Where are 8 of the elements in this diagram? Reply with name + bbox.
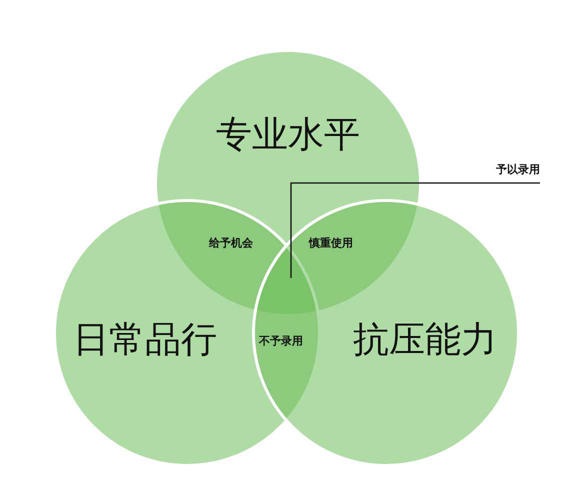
overlap-label: 慎重使用 [309,236,353,250]
circle-label: 专业水平 [216,114,360,158]
overlap-label: 不予录用 [259,334,303,348]
leader-line [290,182,540,278]
overlap-label: 给予机会 [209,236,253,250]
circle-label: 抗压能力 [353,318,497,362]
circle-label: 日常品行 [73,318,217,362]
callout-label: 予以录用 [496,162,540,183]
